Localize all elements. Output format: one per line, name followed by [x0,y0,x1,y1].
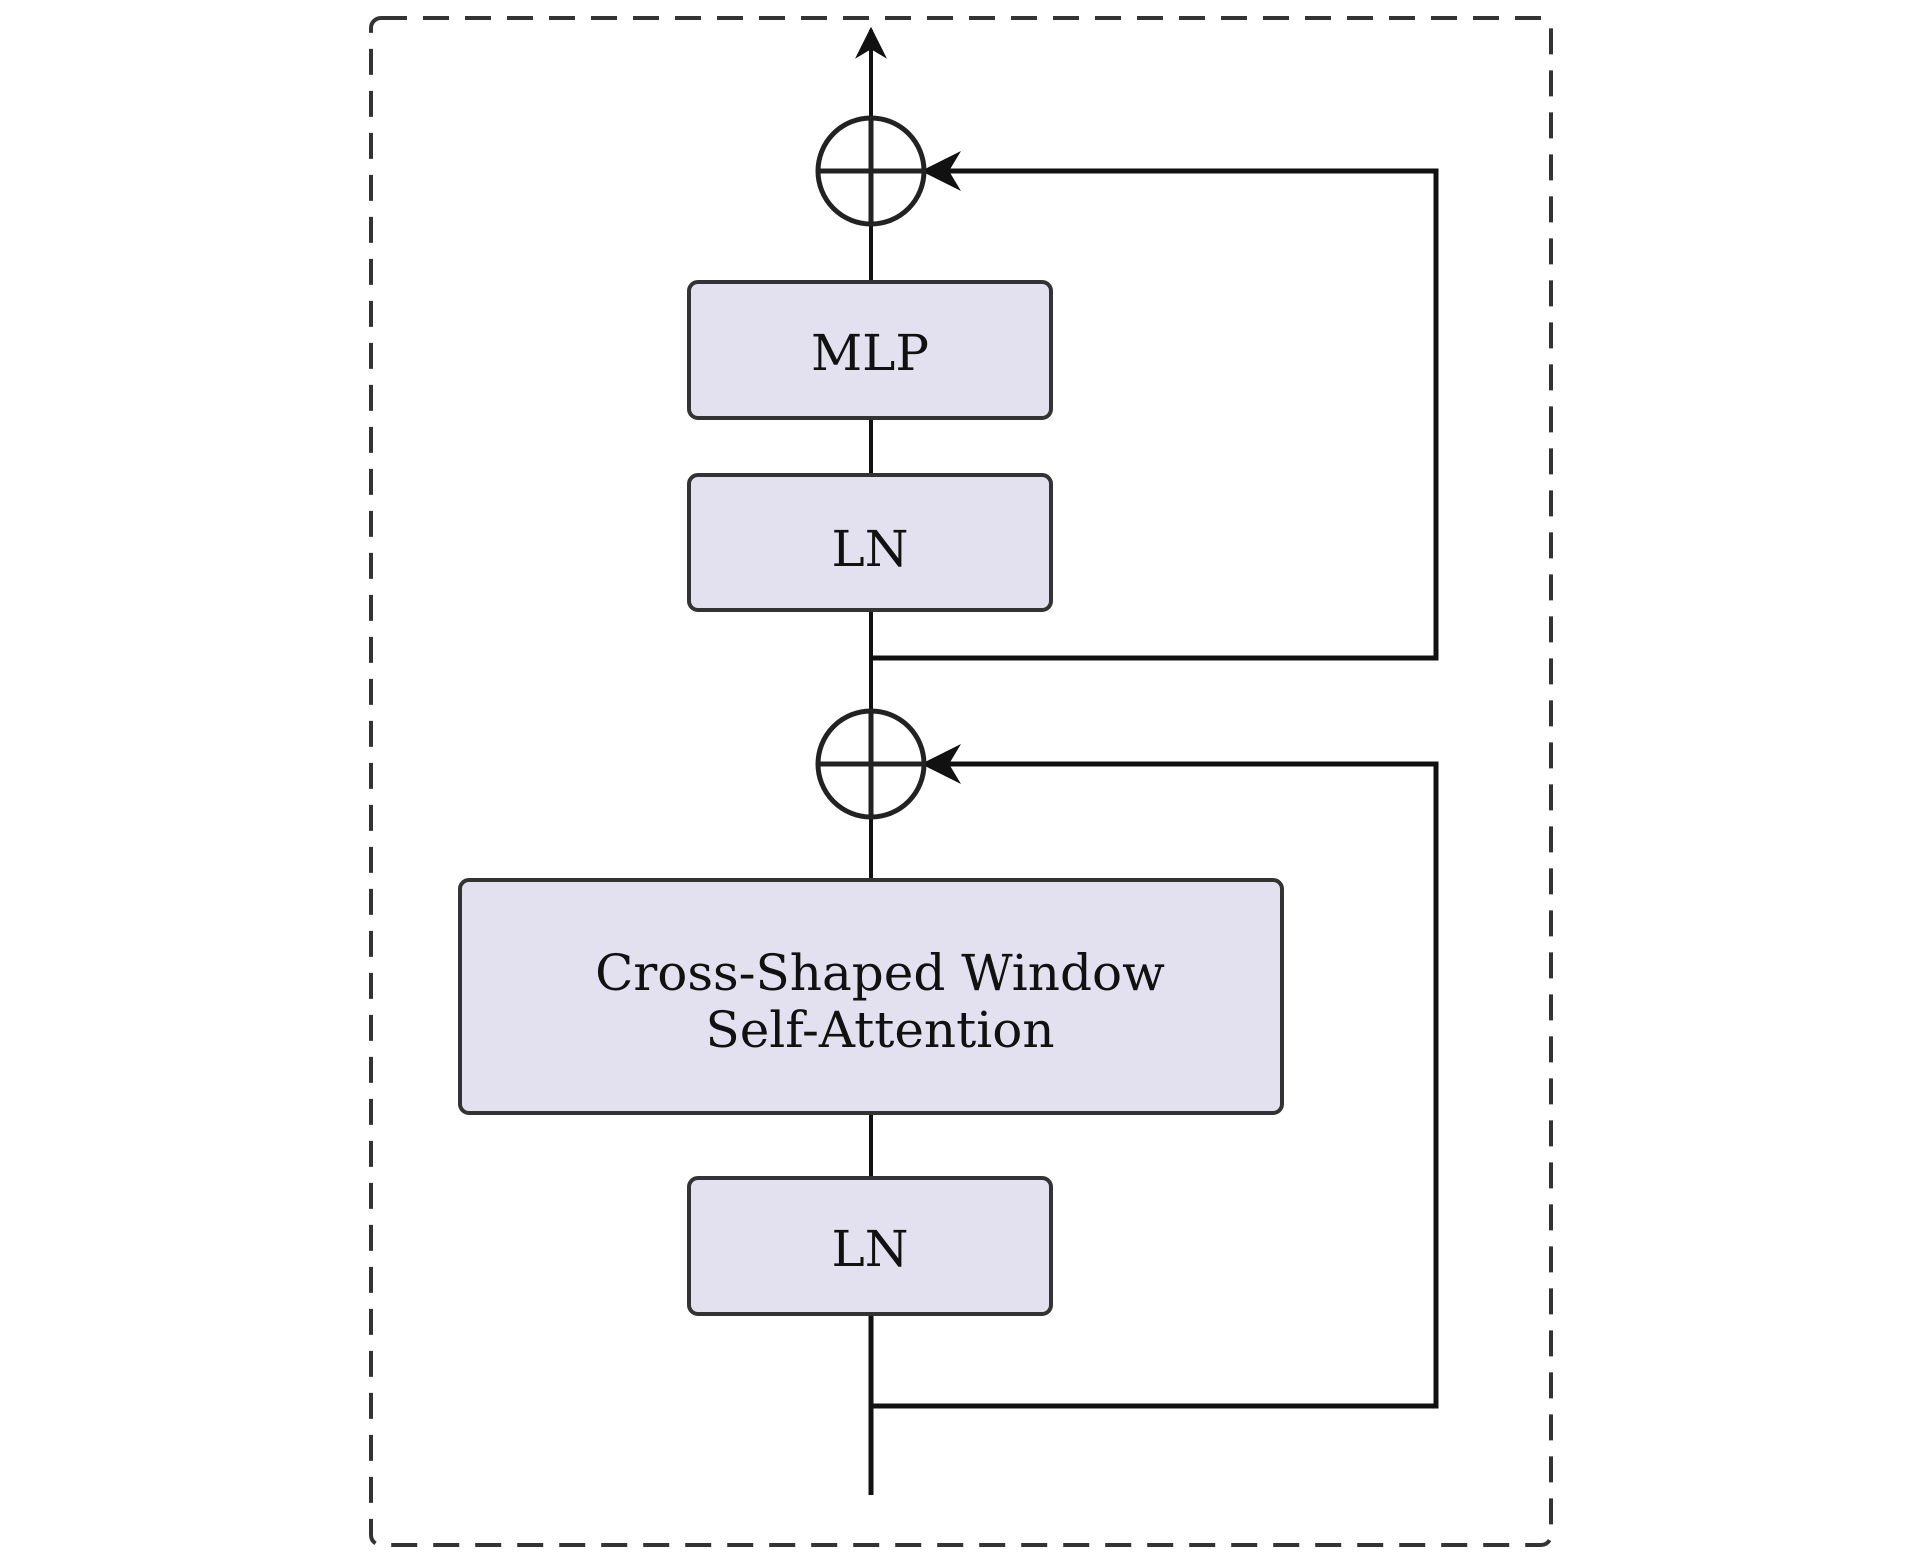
layernorm-block-bottom: LN [687,1176,1053,1316]
ln-bottom-label: LN [832,1220,909,1278]
layernorm-block-top: LN [687,473,1053,612]
residual-connection-top [871,151,1439,661]
block-frame [369,16,1553,1547]
mlp-block: MLP [687,280,1053,420]
attention-block: Cross-Shaped Window Self-Attention [458,878,1284,1115]
mlp-label: MLP [811,324,929,382]
attention-label-line2: Self-Attention [705,1001,1054,1059]
adder-top [815,115,927,227]
attention-label-line1: Cross-Shaped Window [595,944,1165,1002]
ln-top-label: LN [832,520,909,578]
adder-bottom [815,708,927,820]
residual-connection-bottom [871,744,1439,1409]
